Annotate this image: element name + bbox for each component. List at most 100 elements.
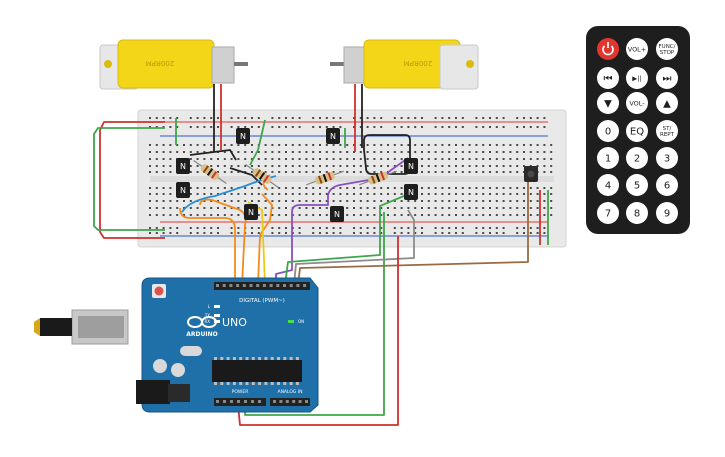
digital-pin[interactable] [249,284,253,287]
breadboard-hole [223,193,226,195]
analog-pin[interactable] [298,400,302,403]
rail-hole [516,232,519,234]
digit-3-button[interactable]: 3 [656,147,678,169]
digital-pin[interactable] [276,284,280,287]
power-pin[interactable] [230,400,233,403]
digit-2-button[interactable]: 2 [626,147,648,169]
down-button[interactable]: ▼ [597,92,619,114]
digit-1-button[interactable]: 1 [597,147,619,169]
analog-pin[interactable] [285,400,289,403]
power-button[interactable] [597,38,619,60]
play-pause-button[interactable]: ▶|| [626,67,648,89]
wire-purple[interactable] [275,157,409,285]
digital-pin[interactable] [236,284,240,287]
breadboard-hole [495,144,498,146]
transistor-2[interactable]: N [176,182,190,198]
wire-brown[interactable] [297,178,529,286]
transistor-5[interactable]: N [326,128,340,144]
digital-pin[interactable] [289,284,293,287]
breadboard-hole [291,144,294,146]
wire-rail-red-left[interactable] [99,121,165,239]
vol-up-button[interactable]: VOL+ [626,38,648,60]
resistor-2[interactable] [243,161,280,190]
digital-pin[interactable] [256,284,260,287]
analog-pin[interactable] [273,400,276,403]
digit-7-button[interactable]: 7 [597,202,619,224]
reset-button[interactable] [154,286,164,296]
breadboard-hole [176,214,179,216]
wire-rail-green-left[interactable] [93,127,165,231]
rail-hole [176,117,179,119]
breadboard-hole [495,165,498,167]
prev-button[interactable]: ⏮ [597,67,619,89]
eq-button[interactable]: EQ [626,120,648,142]
power-pin[interactable] [244,400,247,403]
analog-pin[interactable] [305,400,308,403]
digital-pin[interactable] [216,284,219,287]
digital-pin[interactable] [222,284,226,287]
digital-pin[interactable] [269,284,273,287]
rail-hole [312,227,315,229]
digital-pin[interactable] [303,284,307,287]
analog-pin[interactable] [279,400,283,403]
power-pin[interactable] [223,400,226,403]
vol-down-button[interactable]: VOL- [626,92,648,114]
power-pin[interactable] [216,400,219,403]
breadboard-hole [489,214,491,216]
digital-pin[interactable] [283,284,286,287]
arduino-uno[interactable]: DIGITAL (PWM~) ARDUINO UNO L TX RX ON PO… [34,277,319,413]
right-motor[interactable]: 200RPM [330,39,479,90]
resistor-4[interactable] [358,167,398,188]
transistor-7[interactable]: N [404,158,418,174]
up-button[interactable]: ▲ [656,92,678,114]
power-pin[interactable] [237,400,240,403]
next-button[interactable]: ⏭ [656,67,678,89]
rail-hole [489,232,491,234]
digit-5-button[interactable]: 5 [626,174,648,196]
rail-hole [448,227,451,229]
transistor-3[interactable]: N [236,128,250,144]
wire-orange-1[interactable] [179,207,236,285]
digital-pin[interactable] [262,284,266,287]
transistor-4[interactable]: N [244,204,258,220]
breadboard-hole [461,207,464,209]
digit-6-button[interactable]: 6 [656,174,678,196]
power-pin[interactable] [258,400,261,403]
digital-pin[interactable] [242,284,246,287]
wire-orange-2[interactable] [199,198,247,286]
digital-pin[interactable] [229,284,233,287]
ir-receiver[interactable] [524,166,538,182]
breadboard[interactable] [137,109,567,248]
digit-4-button[interactable]: 4 [597,174,619,196]
digit-8-button[interactable]: 8 [626,202,648,224]
wire-green-mid[interactable] [284,195,405,286]
transistor-1[interactable]: N [176,158,190,174]
wire-green-top-2[interactable] [249,119,266,166]
digital-pin[interactable] [296,284,300,287]
analog-pin[interactable] [292,400,296,403]
func-stop-button[interactable]: FUNC/STOP [656,38,678,60]
resistor-3[interactable] [305,167,345,188]
wire-red-to-5v[interactable] [237,236,399,426]
voltage-regulator [168,384,190,402]
wire-black-left-mid[interactable] [189,149,237,161]
resistor-1[interactable] [191,157,228,186]
led-on-label: ON [298,319,304,324]
wire-orange-3[interactable] [257,193,273,286]
breadboard-hole [482,207,485,209]
breadboard-hole [495,158,498,160]
digit-0-button[interactable]: 0 [597,120,619,142]
breadboard-hole [149,171,151,173]
rail-hole [393,117,396,119]
transistor-8[interactable]: N [404,184,418,200]
transistor-6[interactable]: N [330,206,344,222]
wire-black-loop-right[interactable] [363,134,411,175]
wire-gray[interactable] [293,209,415,286]
breadboard-hole [346,187,349,189]
left-motor[interactable]: 200RPM [99,39,248,90]
power-pin[interactable] [251,400,254,403]
rail-hole [475,227,478,229]
st-rept-button[interactable]: ST/REPT [656,120,678,142]
digit-9-button[interactable]: 9 [656,202,678,224]
